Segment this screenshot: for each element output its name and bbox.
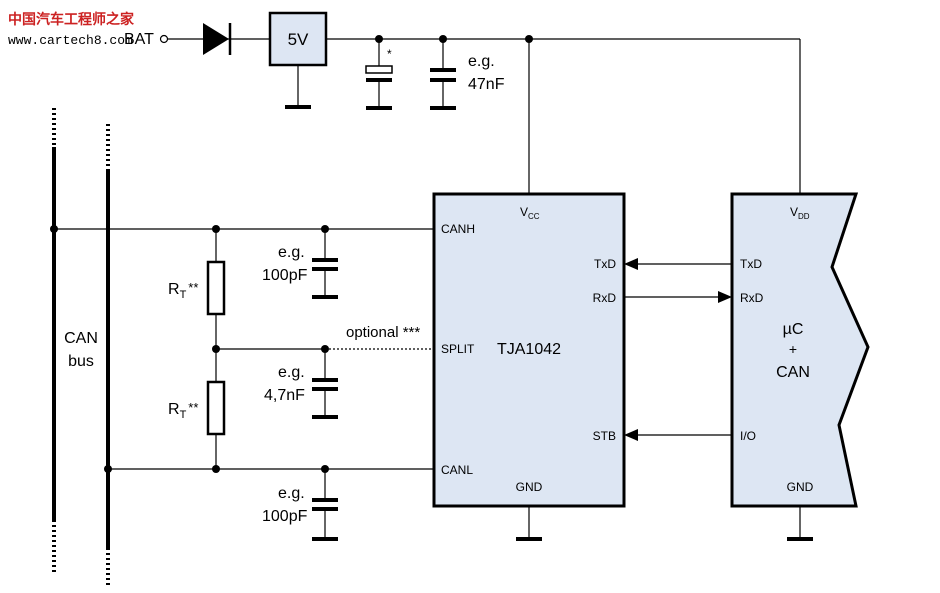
mcu-pin-gnd: GND (787, 480, 814, 494)
cap-bot-eg: e.g. (278, 485, 305, 502)
resistor-rt-top (206, 260, 226, 316)
pin-canh: CANH (441, 222, 475, 236)
pin-rxd: RxD (593, 291, 617, 305)
arrow-left-icon (624, 258, 638, 270)
arrow-right-icon (718, 291, 732, 303)
cap-top-eg: e.g. (278, 244, 305, 261)
pin-split: SPLIT (441, 342, 475, 356)
mcu-label-2: + (789, 341, 797, 357)
cap47-value: 47nF (468, 76, 505, 93)
cap-bot-value: 100pF (262, 508, 308, 525)
pin-canl: CANL (441, 463, 473, 477)
cap-mid-value: 4,7nF (264, 387, 305, 404)
pin-stb: STB (593, 429, 616, 443)
arrow-left-icon (624, 429, 638, 441)
optional-label: optional *** (346, 324, 420, 341)
watermark-title: 中国汽车工程师之家 (8, 11, 135, 28)
mcu-pin-io: I/O (740, 429, 756, 443)
mcu-pin-txd: TxD (740, 257, 762, 271)
mcu-label-1: µC (783, 321, 804, 338)
rt-top-label: RT** (168, 280, 198, 301)
mcu-block (730, 192, 870, 508)
regulator-label: 5V (288, 30, 309, 49)
vdd-label: VDD (790, 205, 810, 221)
cap-star-label: * (387, 47, 392, 61)
mcu-label-3: CAN (776, 364, 810, 381)
bat-terminal (159, 34, 169, 44)
bat-label: BAT (124, 31, 154, 48)
transceiver-chip (432, 192, 626, 508)
electrolytic-cap-plate (365, 65, 393, 74)
pin-gnd: GND (516, 480, 543, 494)
junction-dot (50, 225, 58, 233)
cap47-eg: e.g. (468, 53, 495, 70)
diode-icon (203, 23, 229, 55)
resistor-rt-bottom (206, 380, 226, 436)
cap-mid-eg: e.g. (278, 364, 305, 381)
can-bus-label-2: bus (68, 353, 94, 370)
vcc-label: VCC (520, 205, 540, 221)
can-bus-label-1: CAN (64, 330, 98, 347)
transceiver-name: TJA1042 (497, 341, 561, 358)
junction-dot (104, 465, 112, 473)
watermark-url: www.cartech8.com (8, 33, 133, 48)
mcu-pin-rxd: RxD (740, 291, 764, 305)
pin-txd: TxD (594, 257, 616, 271)
cap-top-value: 100pF (262, 267, 308, 284)
rt-bottom-label: RT** (168, 400, 198, 421)
